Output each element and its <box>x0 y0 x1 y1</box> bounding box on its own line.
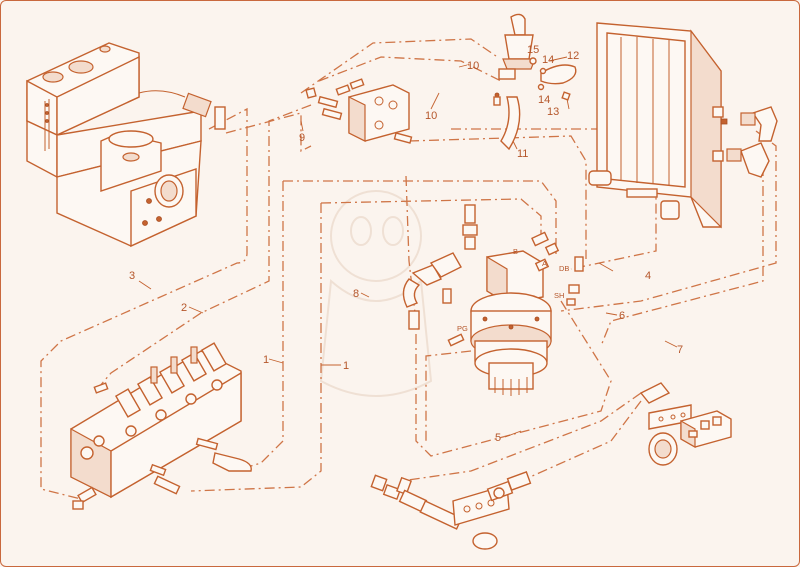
callout-1a: 1 <box>263 354 269 366</box>
port-label-sh: SH <box>554 291 564 300</box>
watermark-mascot <box>319 190 433 397</box>
callout-10b: 10 <box>425 110 437 122</box>
control-valve-bank <box>70 342 252 510</box>
callout-numbers: 1 1 2 3 4 5 6 7 8 9 10 10 11 12 13 14 14… <box>129 44 683 444</box>
callout-8: 8 <box>353 288 359 300</box>
callout-11: 11 <box>517 148 528 160</box>
joystick-assembly <box>493 13 577 151</box>
leader-lines <box>138 56 678 438</box>
callout-7: 7 <box>677 344 683 356</box>
solenoid-valve-block <box>639 382 732 466</box>
callout-9: 9 <box>299 132 305 144</box>
callout-4: 4 <box>645 270 651 282</box>
callout-1b: 1 <box>343 360 349 372</box>
valve-spools <box>114 342 228 418</box>
oil-cooler <box>588 22 778 229</box>
callout-14b: 14 <box>538 94 550 106</box>
port-label-pg: PG <box>457 324 468 333</box>
callout-6: 6 <box>619 310 625 322</box>
hose-routes <box>40 38 777 500</box>
bottom-fittings <box>370 471 532 550</box>
port-labels: B A DB SH PG <box>457 247 569 333</box>
callout-13: 13 <box>547 106 559 118</box>
hydraulic-tank <box>26 42 226 248</box>
port-label-b: B <box>513 247 518 256</box>
port-label-db: DB <box>559 264 569 273</box>
callout-15: 15 <box>527 44 539 56</box>
callout-3: 3 <box>129 270 135 282</box>
port-label-a: A <box>542 259 547 268</box>
motor-fittings <box>402 204 584 347</box>
swing-motor <box>470 250 552 396</box>
callout-10a: 10 <box>467 60 479 72</box>
callout-12: 12 <box>567 50 579 62</box>
callout-5: 5 <box>495 432 501 444</box>
callout-14a: 14 <box>542 54 554 66</box>
callout-2: 2 <box>181 302 187 314</box>
valve-manifold <box>305 78 413 144</box>
